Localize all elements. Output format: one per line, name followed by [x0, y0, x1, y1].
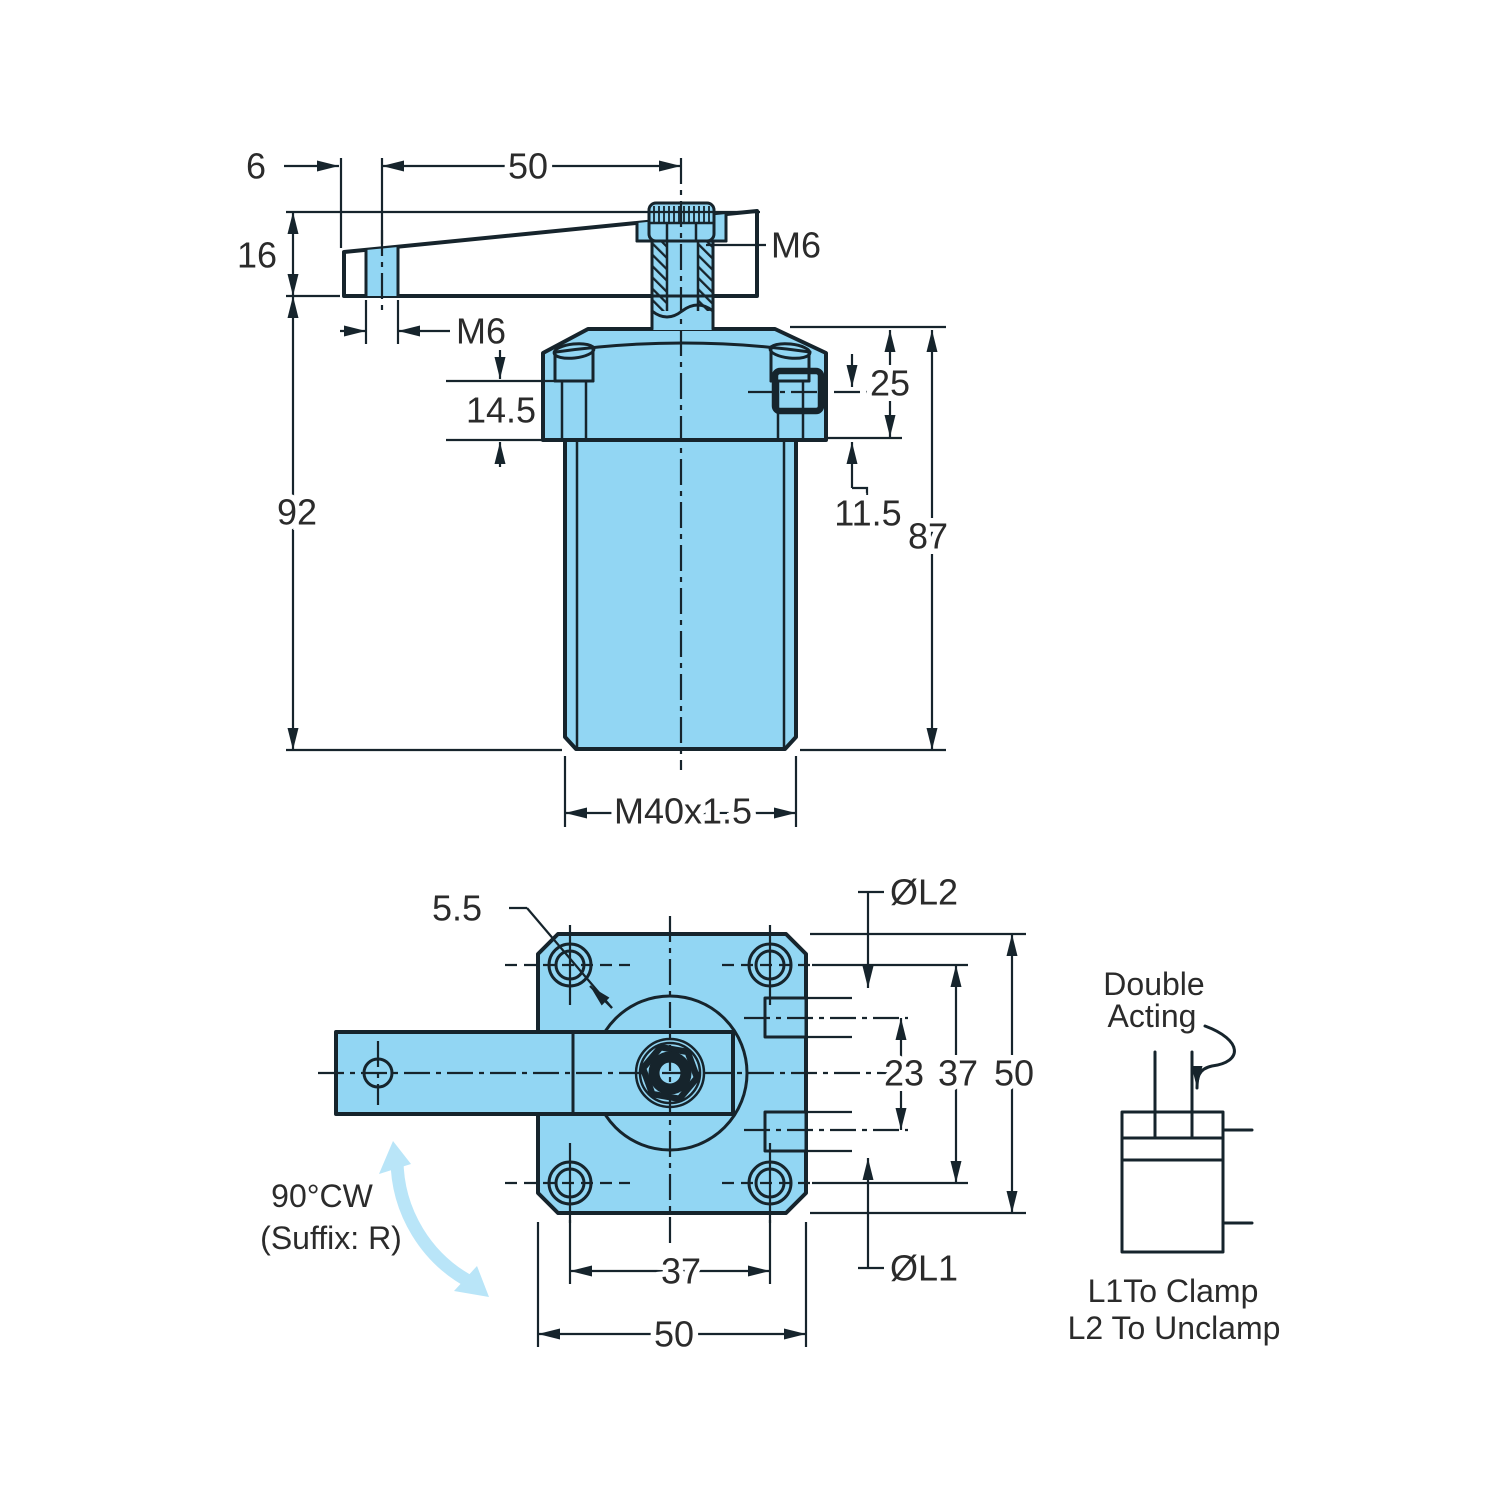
rotation-note-line1: 90°CW [271, 1178, 374, 1214]
arm-m6-hole [366, 247, 398, 296]
dimension-m40: M40x1.5 [563, 756, 798, 837]
hole-bottom-right [722, 1143, 812, 1223]
m6-arm-label: M6 [456, 311, 506, 352]
lug-hole-ellipse [768, 342, 812, 360]
lug-hole-ellipse [552, 342, 596, 360]
thread-band-right [698, 241, 713, 311]
rotation-annotation: 90°CW (Suffix: R) [260, 1141, 489, 1297]
flange-lug-left [552, 342, 596, 439]
side-view: 6 50 16 92 M6 M6 [231, 140, 954, 837]
m6-screw-label: M6 [771, 225, 821, 266]
dimension-16: 16 [231, 210, 760, 298]
swing-arrow-head-bottom [454, 1266, 489, 1297]
dim-6-label: 6 [246, 146, 266, 187]
label-oL1: ØL1 [858, 1158, 964, 1294]
dimension-92: 92 [271, 296, 562, 752]
dim-92-label: 92 [277, 492, 317, 533]
plan-view: 23 37 50 ØL2 ØL1 5.5 [260, 866, 1040, 1360]
knurling [653, 206, 710, 222]
dim-50-bottom-label: 50 [654, 1314, 694, 1355]
pneumatic-schematic: Double Acting L1To Clamp L2 To Unclamp [1068, 966, 1281, 1346]
air-port-block [771, 367, 825, 415]
swing-arrow-head-top [379, 1141, 411, 1174]
clamp-body-flange [541, 327, 886, 442]
dimension-50-top: 50 [382, 140, 681, 192]
dimension-37-right: 37 [932, 965, 984, 1183]
hole-top-left [505, 925, 630, 1005]
double-acting-label-line2: Acting [1108, 998, 1197, 1034]
cylinder-outline [1120, 1110, 1225, 1254]
dim-25-label: 25 [870, 363, 910, 404]
dim-37-bottom-label: 37 [661, 1251, 701, 1292]
dimension-50-bottom: 50 [536, 1222, 808, 1360]
dimension-87: 87 [800, 330, 954, 752]
clamp-arm [342, 209, 759, 298]
double-acting-label-line1: Double [1103, 966, 1204, 1002]
dimension-25: 25 [790, 325, 946, 440]
dimension-37-bottom: 37 [568, 1220, 772, 1297]
dim-16-label: 16 [237, 235, 277, 276]
dimension-23: 23 [878, 1018, 930, 1130]
dimension-50-right: 50 [988, 934, 1040, 1213]
oL1-label: ØL1 [890, 1248, 958, 1289]
l2-unclamp-note: L2 To Unclamp [1068, 1310, 1281, 1346]
dim-37-right-label: 37 [938, 1053, 978, 1094]
thread-band-left [652, 241, 667, 311]
rotation-note-line2: (Suffix: R) [260, 1220, 402, 1256]
dim-23-label: 23 [884, 1053, 924, 1094]
hole-bottom-left [505, 1143, 630, 1223]
l1-clamp-note: L1To Clamp [1088, 1273, 1259, 1309]
label-m6-screw: M6 [706, 219, 827, 271]
dim-11-5-label: 11.5 [834, 493, 901, 534]
port-bottom [763, 1110, 808, 1153]
dim-50-right-label: 50 [994, 1053, 1034, 1094]
cylinder-symbol [1120, 1050, 1254, 1254]
extension-lines-right [808, 932, 1026, 1215]
dim-m40-label: M40x1.5 [614, 791, 752, 832]
oL2-label: ØL2 [890, 872, 958, 913]
hex-nut [639, 1043, 701, 1103]
label-oL2: ØL2 [858, 866, 964, 988]
dim-14-5-label: 14.5 [466, 390, 536, 431]
flange-top-arc [554, 341, 812, 354]
hole-top-right [722, 925, 812, 1005]
double-acting-leader-arrow [1191, 1024, 1236, 1090]
dim-5-5-label: 5.5 [432, 888, 482, 929]
label-m6-arm: M6 [340, 300, 512, 357]
mounting-holes [505, 925, 812, 1223]
dimension-11-5: 11.5 [829, 354, 907, 539]
swing-arc-arrow [390, 1151, 481, 1291]
dim-87-label: 87 [908, 516, 948, 557]
dimension-5-5: 5.5 [426, 882, 613, 1009]
dim-50-label: 50 [508, 146, 548, 187]
dimension-6: 6 [240, 140, 384, 248]
dimension-14-5: 14.5 [446, 350, 554, 467]
